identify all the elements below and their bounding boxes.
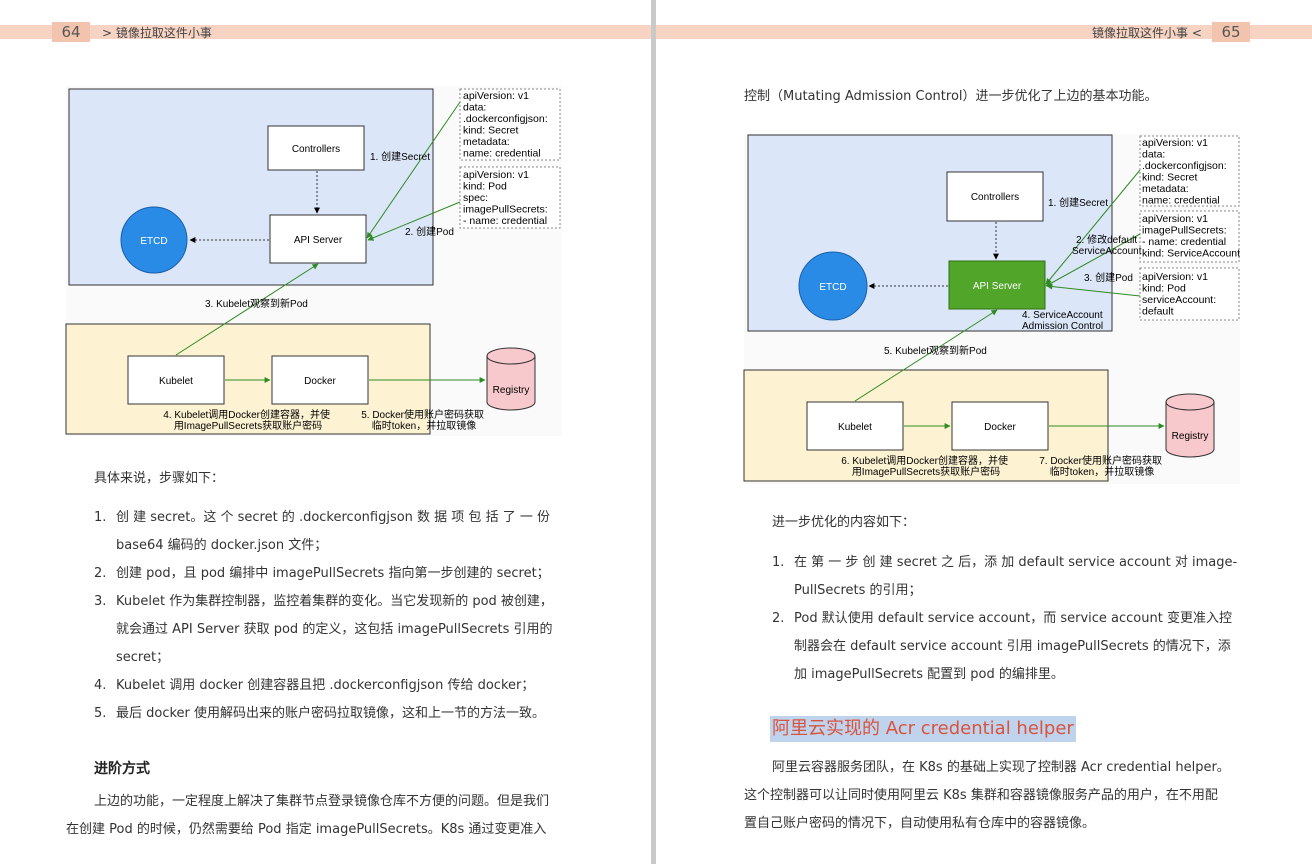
api-server-box: [269, 214, 367, 264]
controllers-box: [946, 171, 1044, 222]
steps-intro: 具体来说，步骤如下：: [94, 471, 225, 486]
control-plane-box: [68, 88, 434, 286]
section-para-line: 上边的功能，一定程度上解决了集群节点登录镜像仓库不方便的问题。但是我们: [94, 794, 550, 809]
service-account-yaml-box: [1139, 210, 1240, 263]
etcd-node: [798, 251, 868, 321]
docker-box: [951, 401, 1049, 451]
kubelet-label: Kubelet: [159, 376, 193, 387]
pod-yaml-text: apiVersion: v1 kind: Pod spec: imagePull…: [463, 169, 551, 227]
top-line: 控制（Mutating Admission Control）进一步优化了上边的基…: [744, 89, 1158, 104]
step1-label: 1. 创建Secret: [370, 150, 430, 163]
section-para-line: 阿里云容器服务团队，在 K8s 的基础上实现了控制器 Acr credentia…: [772, 760, 1230, 775]
etcd-node: [120, 206, 188, 274]
node-box: [65, 323, 431, 435]
secret-yaml-box: [459, 88, 561, 161]
step5-label: 5. Docker使用账户密码获取 临时token，并拉取镜像: [361, 408, 487, 432]
step4-label: 4. ServiceAccount Admission Control: [1022, 310, 1105, 332]
controllers-label: Controllers: [971, 192, 1019, 203]
registry-cylinder: [1165, 402, 1215, 458]
header-title: > 镜像拉取这件小事: [102, 26, 212, 40]
image-pull-diagram-basic: Controllers API Server ETCD apiVersion: …: [65, 86, 562, 436]
docker-label: Docker: [304, 376, 336, 387]
right-page: 镜像拉取这件小事 < 65 控制（Mutating Admission Cont…: [656, 0, 1312, 864]
header-band: [0, 25, 651, 39]
section-para-line: 置自己账户密码的情况下，自动使用私有仓库中的容器镜像。: [744, 816, 1096, 831]
registry-label: Registry: [1172, 431, 1209, 442]
docker-label: Docker: [984, 422, 1016, 433]
kubelet-box: [127, 355, 225, 405]
step5-label: 5. Kubelet观察到新Pod: [884, 344, 987, 357]
optimization-intro: 进一步优化的内容如下：: [772, 515, 916, 530]
step3-label: 3. 创建Pod: [1084, 271, 1133, 284]
secret-yaml-text: apiVersion: v1 data: .dockerconfigjson: …: [1142, 137, 1230, 207]
secret-yaml-box: [1139, 135, 1240, 207]
section-title-acr: 阿里云实现的 Acr credential helper: [770, 716, 1076, 742]
pod-yaml-text: apiVersion: v1 kind: Pod serviceAccount:…: [1142, 271, 1219, 318]
etcd-label: ETCD: [819, 282, 846, 293]
registry-label: Registry: [493, 385, 530, 396]
step4-label: 4. Kubelet调用Docker创建容器，并使 用ImagePullSecr…: [163, 408, 333, 432]
secret-yaml-text: apiVersion: v1 data: .dockerconfigjson: …: [463, 90, 551, 160]
api-server-label: API Server: [973, 281, 1022, 292]
controllers-label: Controllers: [292, 144, 340, 155]
step7-label: 7. Docker使用账户密码获取 临时token，并拉取镜像: [1039, 454, 1165, 478]
kubelet-label: Kubelet: [838, 422, 872, 433]
section-title-advanced: 进阶方式: [94, 761, 150, 777]
kubelet-box: [806, 401, 904, 451]
image-pull-diagram-advanced: Controllers API Server ETCD apiVersion: …: [743, 134, 1240, 484]
pod-yaml-box: [1139, 267, 1240, 321]
step2-label: 2. 创建Pod: [405, 225, 454, 238]
page-gutter: [651, 0, 656, 864]
step3-label: 3. Kubelet观察到新Pod: [205, 297, 308, 310]
api-server-label: API Server: [294, 235, 343, 246]
section-para-line: 在创建 Pod 的时候，仍然需要给 Pod 指定 imagePullSecret…: [66, 822, 547, 837]
step6-label: 6. Kubelet调用Docker创建容器，并使 用ImagePullSecr…: [841, 454, 1011, 478]
left-page: 64 > 镜像拉取这件小事 Controllers API Server ETC…: [0, 0, 651, 864]
api-server-box: [948, 260, 1046, 310]
registry-cylinder: [486, 356, 536, 411]
docker-box: [271, 355, 369, 405]
header-band: [656, 25, 1312, 39]
step1-label: 1. 创建Secret: [1048, 196, 1108, 209]
page-number: 65: [1212, 22, 1250, 42]
etcd-label: ETCD: [140, 236, 167, 247]
header-title: 镜像拉取这件小事 <: [1092, 26, 1202, 40]
pod-yaml-box: [459, 166, 561, 229]
page-number: 64: [52, 22, 90, 42]
service-account-yaml-text: apiVersion: v1 imagePullSecrets: - name:…: [1142, 213, 1240, 260]
controllers-box: [267, 125, 365, 171]
step2-label: 2. 修改default ServiceAccount: [1072, 233, 1142, 257]
section-para-line: 这个控制器可以让同时使用阿里云 K8s 集群和容器镜像服务产品的用户，在不用配: [744, 788, 1218, 803]
